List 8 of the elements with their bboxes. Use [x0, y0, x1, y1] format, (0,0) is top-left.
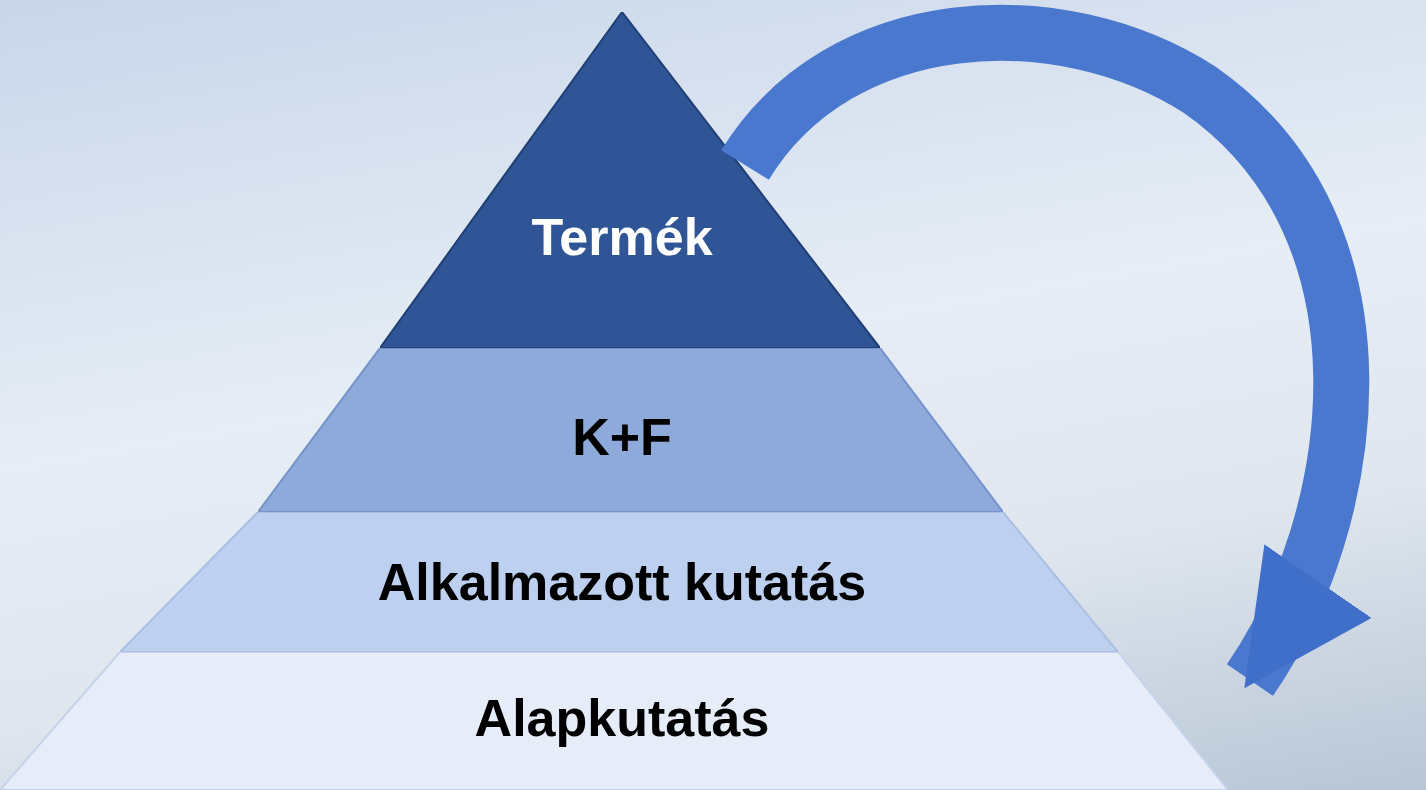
tier-label: K+F — [572, 407, 672, 467]
pyramid-tier — [120, 512, 1118, 652]
pyramid-tier — [0, 652, 1228, 790]
pyramid-tier — [258, 348, 1003, 512]
tier-label: Alapkutatás — [474, 688, 770, 748]
tier-label: Alkalmazott kutatás — [377, 552, 867, 612]
tier-label: Termék — [531, 207, 713, 267]
pyramid-apex — [380, 12, 880, 348]
